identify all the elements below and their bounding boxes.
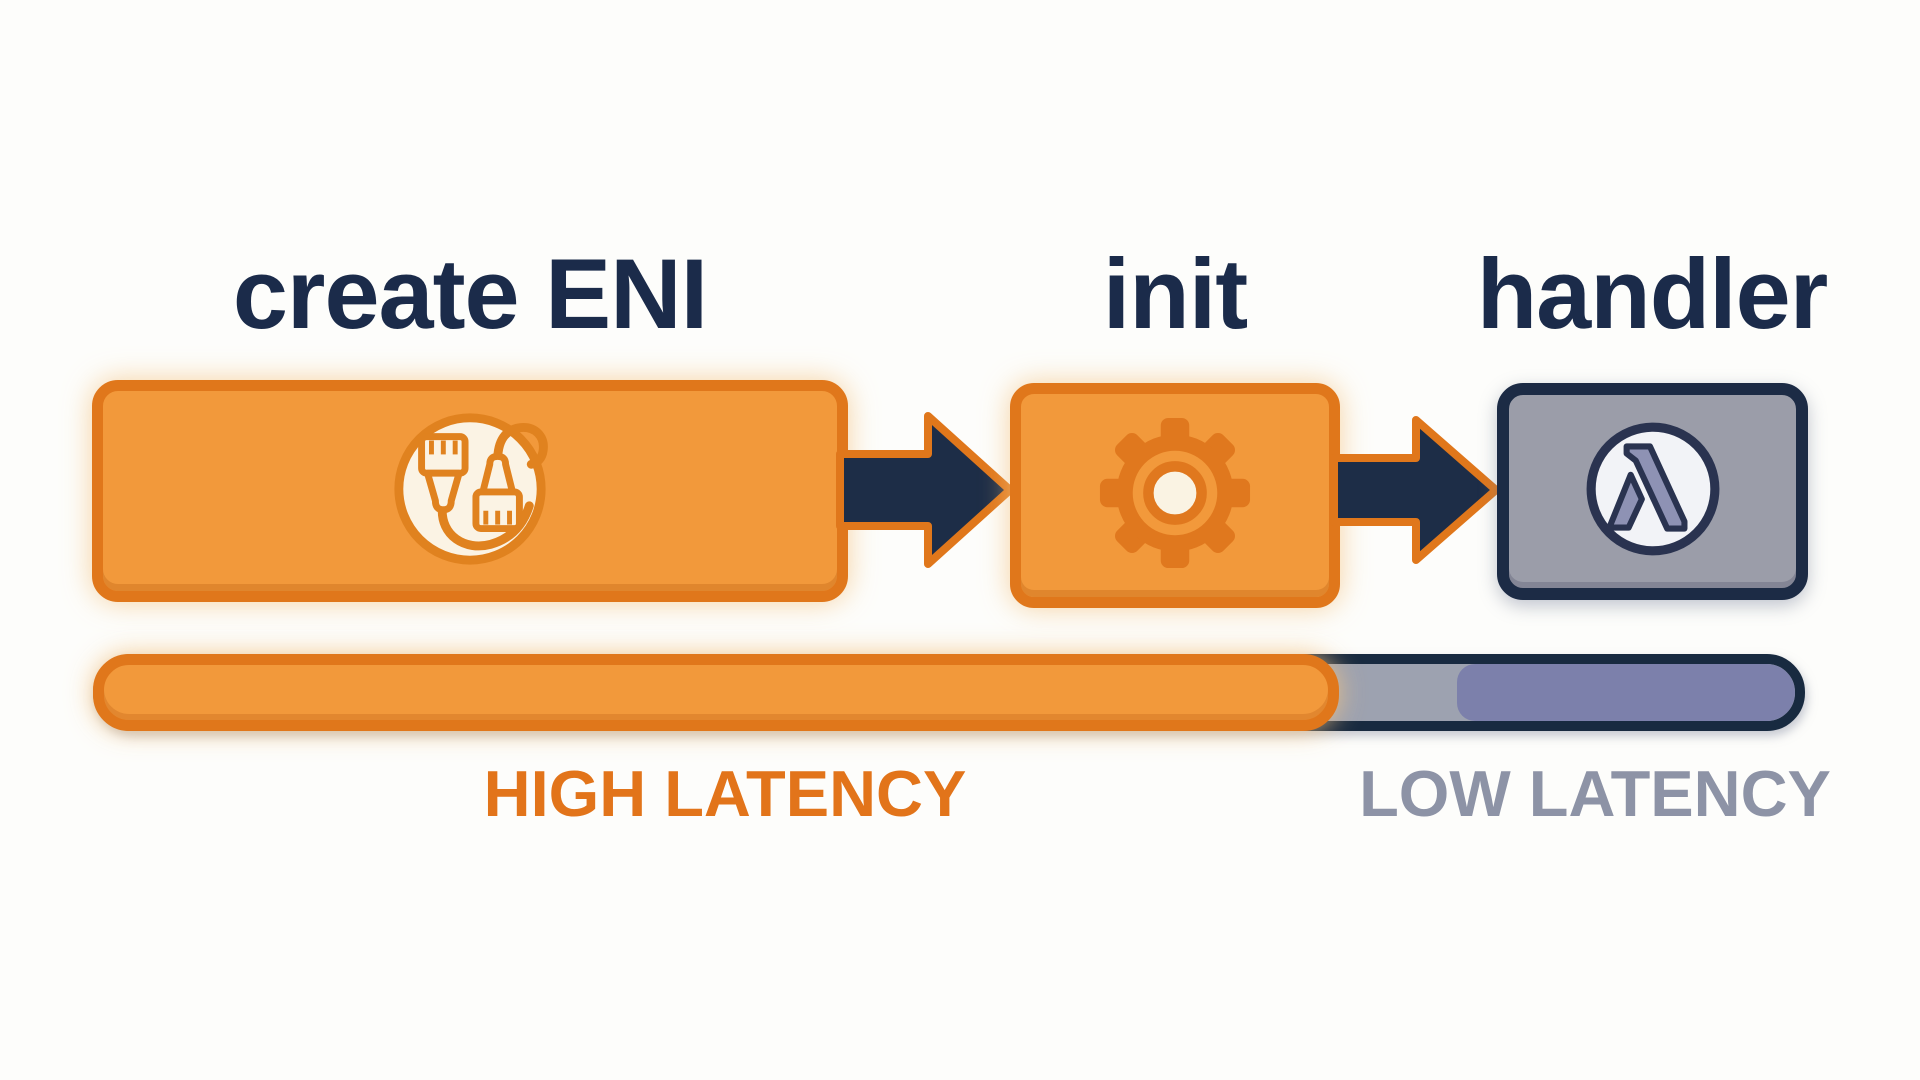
low-latency-label: LOW LATENCY: [1359, 757, 1831, 830]
latency-bar: [93, 654, 1805, 731]
stage-box-handler: [1497, 383, 1808, 600]
stage-box-init: [1010, 383, 1340, 608]
stage-title-create-eni: create ENI: [232, 238, 708, 349]
latency-bar-high-segment: [93, 654, 1340, 731]
stage-title-init: init: [1102, 238, 1248, 349]
gear-icon: [1099, 417, 1251, 574]
stage-title-handler: handler: [1476, 238, 1829, 349]
stage-box-create-eni: [92, 380, 848, 602]
high-latency-label: HIGH LATENCY: [483, 757, 967, 830]
ethernet-connectors-icon: [386, 405, 554, 578]
arrow-right-icon: [836, 406, 1016, 579]
aws-lambda-icon: [1582, 418, 1724, 565]
arrow-right-icon: [1330, 406, 1502, 579]
latency-bar-low-segment: [1456, 664, 1795, 721]
